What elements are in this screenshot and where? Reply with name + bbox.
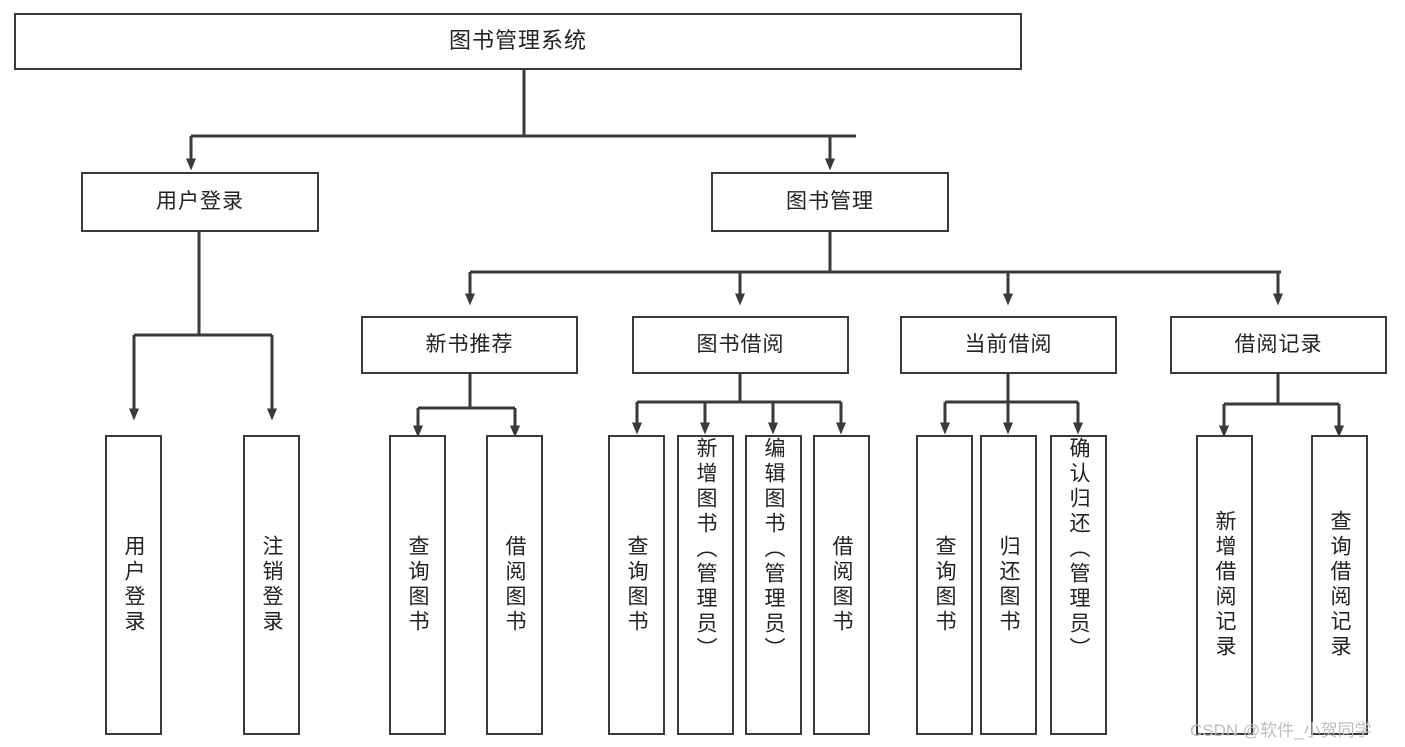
node-label: 借阅记录 <box>1234 333 1323 357</box>
node-current-borrow[interactable]: 当前借阅 <box>900 316 1117 374</box>
node-root-book-management-system[interactable]: 图书管理系统 <box>14 13 1022 70</box>
node-label: 新增借阅记录 <box>1213 510 1236 660</box>
leaf-return-book[interactable]: 归还图书 <box>980 435 1037 735</box>
node-label: 用户登录 <box>156 190 244 214</box>
node-label: 新书推荐 <box>425 333 514 357</box>
node-label: 查询借阅记录 <box>1328 510 1351 660</box>
node-book-management[interactable]: 图书管理 <box>711 172 949 232</box>
node-label: 编辑图书（管理员） <box>762 437 785 662</box>
node-label: 图书管理系统 <box>448 28 587 54</box>
csdn-watermark: CSDN @软件_小贺同学 <box>1190 721 1372 740</box>
node-user-login[interactable]: 用户登录 <box>81 172 319 232</box>
node-label: 用户登录 <box>122 535 145 635</box>
leaf-add-book-admin[interactable]: 新增图书（管理员） <box>677 435 734 735</box>
leaf-logout[interactable]: 注销登录 <box>243 435 300 735</box>
node-book-borrow[interactable]: 图书借阅 <box>632 316 849 374</box>
leaf-borrow-book-recommend[interactable]: 借阅图书 <box>486 435 543 735</box>
node-label: 图书管理 <box>786 190 874 214</box>
node-label: 图书借阅 <box>696 333 785 357</box>
leaf-confirm-return-admin[interactable]: 确认归还（管理员） <box>1050 435 1107 735</box>
node-label: 注销登录 <box>260 535 283 635</box>
node-label: 查询图书 <box>406 535 429 635</box>
leaf-query-borrow-record[interactable]: 查询借阅记录 <box>1311 435 1368 735</box>
leaf-query-book-borrow[interactable]: 查询图书 <box>608 435 665 735</box>
node-new-book-recommend[interactable]: 新书推荐 <box>361 316 578 374</box>
node-label: 借阅图书 <box>503 535 526 635</box>
node-label: 归还图书 <box>997 535 1020 635</box>
node-label: 借阅图书 <box>830 535 853 635</box>
leaf-borrow-book[interactable]: 借阅图书 <box>813 435 870 735</box>
node-label: 新增图书（管理员） <box>694 437 717 662</box>
leaf-query-book-current[interactable]: 查询图书 <box>916 435 973 735</box>
leaf-add-borrow-record[interactable]: 新增借阅记录 <box>1196 435 1253 735</box>
node-label: 当前借阅 <box>964 333 1053 357</box>
leaf-query-book-recommend[interactable]: 查询图书 <box>389 435 446 735</box>
node-label: 查询图书 <box>625 535 648 635</box>
leaf-user-login[interactable]: 用户登录 <box>105 435 162 735</box>
leaf-edit-book-admin[interactable]: 编辑图书（管理员） <box>745 435 802 735</box>
node-label: 查询图书 <box>933 535 956 635</box>
node-label: 确认归还（管理员） <box>1067 437 1090 662</box>
node-borrow-record[interactable]: 借阅记录 <box>1170 316 1387 374</box>
